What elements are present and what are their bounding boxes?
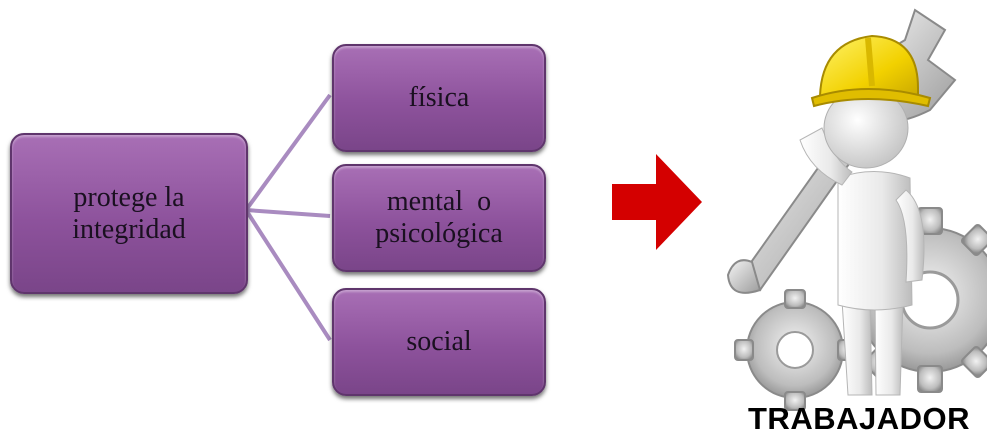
branch-node-social: social bbox=[332, 288, 546, 396]
branch-node-mental: mental o psicológica bbox=[332, 164, 546, 272]
red-arrow-icon bbox=[612, 154, 702, 250]
branch-node-fisica: física bbox=[332, 44, 546, 152]
branch-mental-line-2: psicológica bbox=[375, 218, 503, 249]
branch-fisica-label: física bbox=[408, 82, 470, 113]
root-node: protege la integridad bbox=[10, 133, 248, 294]
root-node-line-2: integridad bbox=[72, 213, 186, 245]
branch-social-label: social bbox=[406, 326, 472, 357]
branch-mental-line-1: mental o bbox=[386, 186, 492, 217]
figure-caption: TRABAJADOR bbox=[748, 401, 970, 436]
connector-social bbox=[244, 208, 332, 342]
connector-mental bbox=[245, 208, 331, 218]
root-node-line-1: protege la bbox=[73, 181, 185, 213]
hard-hat-icon bbox=[810, 34, 932, 108]
worker-illustration-icon bbox=[726, 8, 987, 411]
connector-lines bbox=[244, 93, 332, 342]
small-gear-icon bbox=[734, 289, 857, 411]
connector-fisica bbox=[244, 93, 332, 212]
